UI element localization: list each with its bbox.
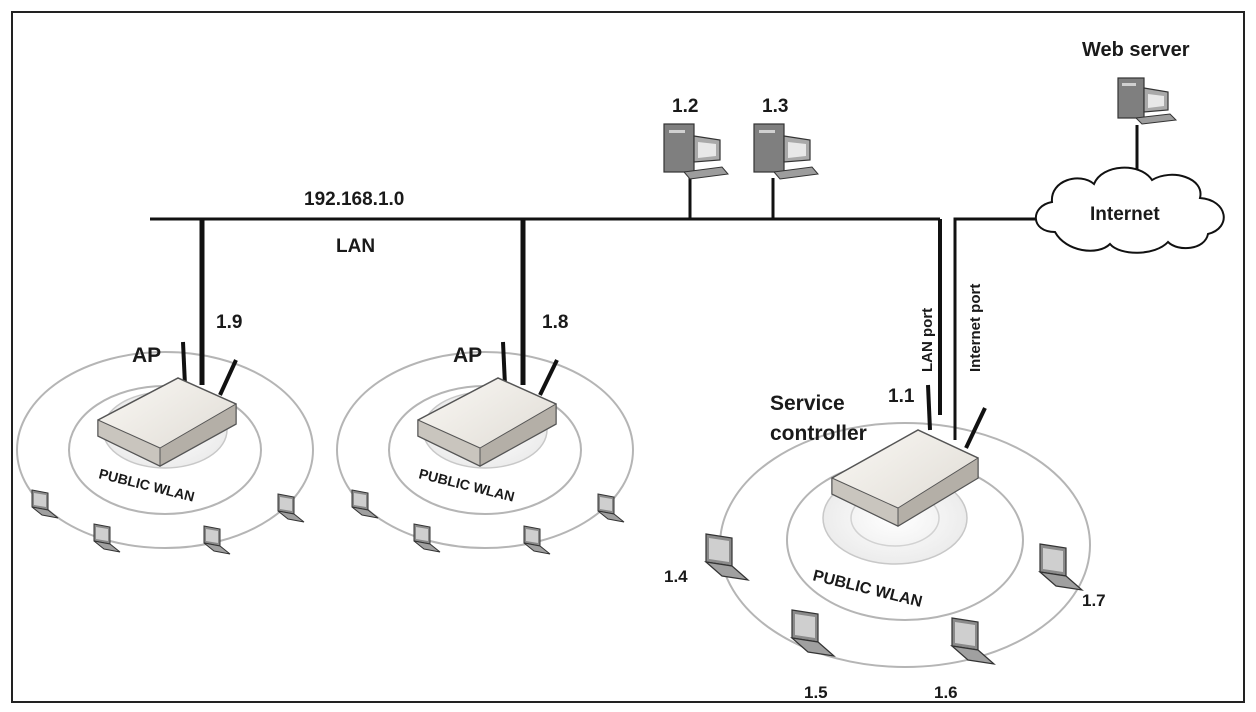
laptop-icon bbox=[413, 523, 441, 553]
client-1-6-laptop-icon bbox=[950, 617, 996, 665]
internet-cloud-icon bbox=[1034, 166, 1225, 254]
laptop-icon bbox=[31, 489, 59, 519]
ap2-address-label: 1.8 bbox=[542, 312, 568, 333]
lan-label: LAN bbox=[336, 236, 375, 257]
client-1-7-laptop-icon bbox=[1038, 543, 1084, 591]
lan-port-label: LAN port bbox=[919, 308, 936, 372]
internet-label: Internet bbox=[1090, 204, 1160, 225]
ap1-address-label: 1.9 bbox=[216, 312, 242, 333]
service-controller-device-icon bbox=[831, 384, 987, 527]
host-1-3-computer-icon bbox=[753, 123, 819, 180]
lan-backbone bbox=[150, 217, 942, 415]
ap1-wlan-label: PUBLIC WLAN bbox=[97, 465, 196, 504]
ap1-label: AP bbox=[132, 344, 161, 367]
laptop-icon bbox=[277, 493, 305, 523]
client-1-4-label: 1.4 bbox=[664, 567, 688, 586]
ap2-device-icon bbox=[417, 341, 559, 467]
ap2-label: AP bbox=[453, 344, 482, 367]
client-1-5-laptop-icon bbox=[790, 609, 836, 657]
ap1-device-icon bbox=[97, 341, 238, 467]
controller-address-label: 1.1 bbox=[888, 386, 915, 407]
client-1-4-laptop-icon bbox=[704, 533, 750, 581]
laptop-icon bbox=[203, 525, 231, 555]
subnet-label: 192.168.1.0 bbox=[304, 189, 404, 210]
laptop-icon bbox=[351, 489, 379, 519]
client-1-5-label: 1.5 bbox=[804, 683, 828, 702]
controller-wlan-label: PUBLIC WLAN bbox=[811, 567, 924, 611]
host-1-3-label: 1.3 bbox=[762, 96, 788, 117]
host-1-2-label: 1.2 bbox=[672, 96, 698, 117]
client-1-7-label: 1.7 bbox=[1082, 591, 1106, 610]
internet-uplink bbox=[953, 217, 1040, 440]
diagram-frame bbox=[11, 11, 1245, 703]
web-server-icon bbox=[1117, 77, 1178, 125]
host-1-2-computer-icon bbox=[663, 123, 729, 180]
internet-port-label: Internet port bbox=[967, 284, 984, 372]
laptop-icon bbox=[93, 523, 121, 553]
web-server-label: Web server bbox=[1082, 39, 1190, 61]
laptop-icon bbox=[523, 525, 551, 555]
ap2-wlan-label: PUBLIC WLAN bbox=[417, 465, 516, 504]
controller-label-line2: controller bbox=[770, 422, 867, 445]
client-1-6-label: 1.6 bbox=[934, 683, 958, 702]
controller-label-line1: Service bbox=[770, 392, 845, 415]
laptop-icon bbox=[597, 493, 625, 523]
